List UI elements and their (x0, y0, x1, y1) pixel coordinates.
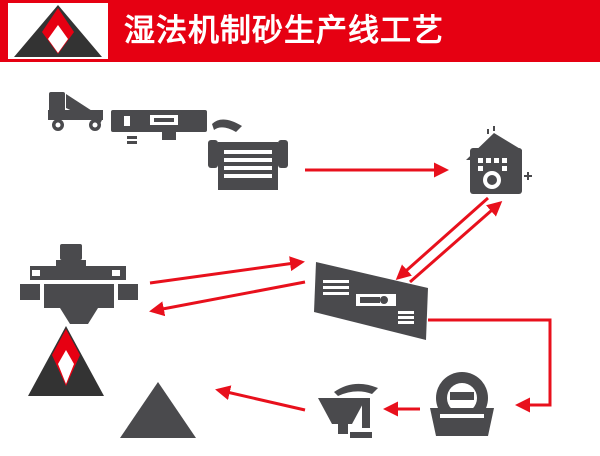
page-title: 湿法机制砂生产线工艺 (124, 13, 444, 49)
arrow-impact-to-screen (395, 196, 489, 280)
arrow-screen-to-impact (409, 201, 503, 284)
vibrating-feeder-icon (111, 110, 207, 144)
arrow-screen-to-vsi (149, 280, 306, 317)
jaw-crusher-icon (208, 119, 288, 190)
dump-truck-icon (48, 92, 103, 131)
brand-logo (8, 3, 108, 59)
fine-sand-recycler-icon (318, 383, 378, 438)
vsi-sand-maker-icon (20, 244, 138, 324)
arrow-recycler-to-pile (215, 385, 306, 412)
arrow-vsi-to-screen (149, 256, 305, 285)
bucket-sand-washer-icon (430, 372, 494, 436)
arrow-screen-to-washer (428, 318, 552, 413)
impact-crusher-icon (466, 126, 532, 194)
sand-pile-icon (120, 382, 196, 438)
header-bar: 湿法机制砂生产线工艺 (0, 0, 600, 62)
flow-arrows (149, 162, 552, 417)
brand-logo-small (28, 326, 104, 396)
vibrating-screen-icon (314, 262, 428, 340)
